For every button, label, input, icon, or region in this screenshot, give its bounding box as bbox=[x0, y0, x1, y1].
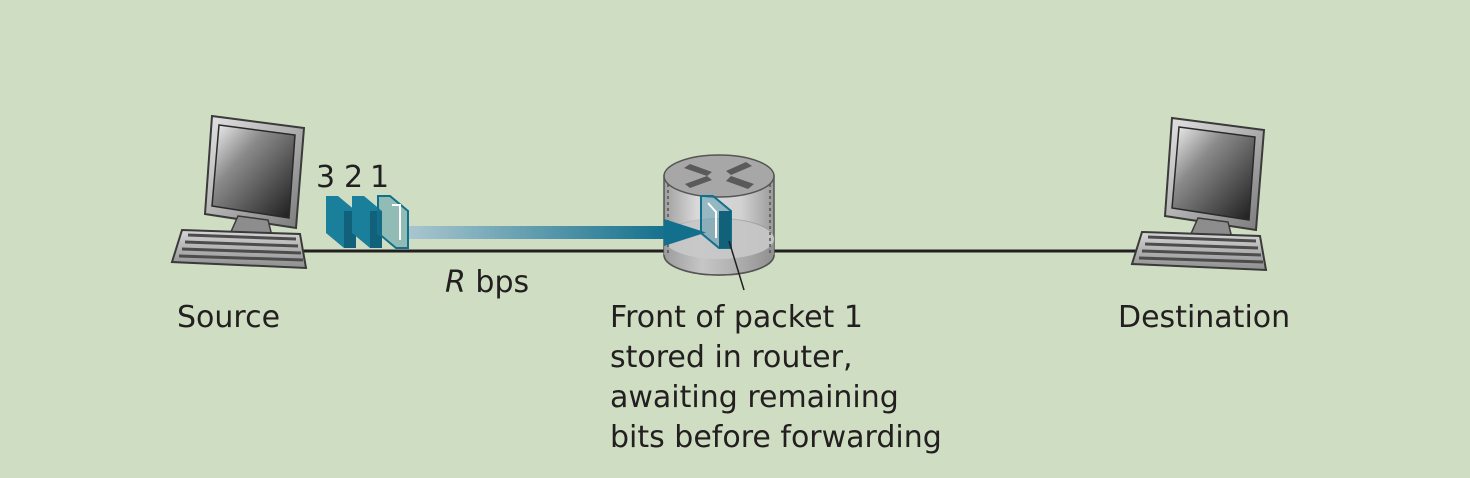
router-caption: Front of packet 1 stored in router, awai… bbox=[610, 300, 942, 455]
link-rate-variable: R bbox=[445, 265, 466, 300]
packet-number-2: 2 bbox=[344, 160, 363, 195]
destination-computer-icon bbox=[1130, 116, 1268, 272]
link-rate-label: R bps bbox=[445, 265, 529, 300]
router-caption-line-2: stored in router, bbox=[610, 340, 852, 375]
packet-3 bbox=[326, 196, 356, 248]
router-caption-line-4: bits before forwarding bbox=[610, 420, 942, 455]
packet-number-1: 1 bbox=[370, 160, 389, 195]
caption-pointer-line bbox=[728, 240, 745, 291]
router-caption-line-3: awaiting remaining bbox=[610, 380, 899, 415]
packet-number-3: 3 bbox=[316, 160, 335, 195]
link-rate-unit: bps bbox=[466, 265, 529, 300]
destination-label: Destination bbox=[1118, 300, 1290, 335]
packet-1-tail bbox=[377, 195, 409, 249]
source-label: Source bbox=[177, 300, 280, 335]
transmission-arrow bbox=[408, 219, 706, 246]
source-computer-icon bbox=[170, 114, 308, 270]
router-caption-line-1: Front of packet 1 bbox=[610, 300, 863, 335]
